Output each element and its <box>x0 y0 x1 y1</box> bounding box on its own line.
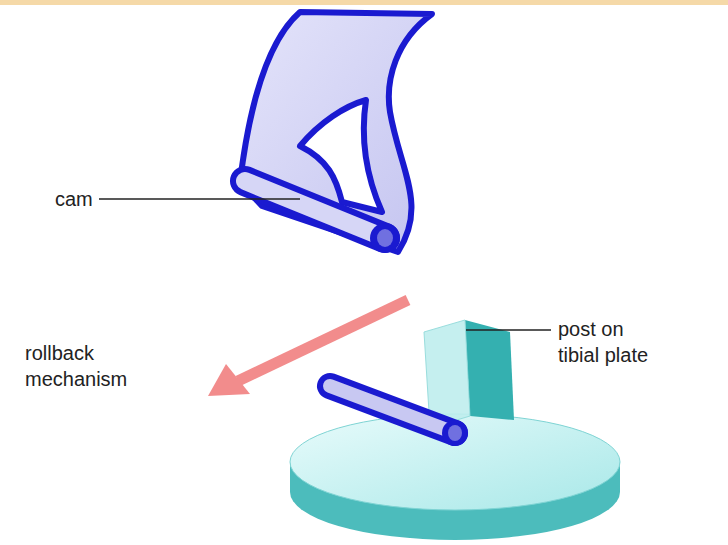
part-label: post on tibial plate <box>558 316 653 368</box>
tibial-post <box>424 320 514 428</box>
top-strip <box>0 0 728 5</box>
cam-leader <box>99 198 300 200</box>
arrow-label: rollback mechanism <box>25 340 135 392</box>
rollback-arrow <box>208 300 408 396</box>
femoral-component <box>240 12 432 252</box>
part-label: cam <box>55 186 93 212</box>
post-rod <box>330 386 468 446</box>
post-leader <box>466 329 551 331</box>
tibial-plate <box>290 414 620 540</box>
cam-cylinder <box>245 181 400 253</box>
